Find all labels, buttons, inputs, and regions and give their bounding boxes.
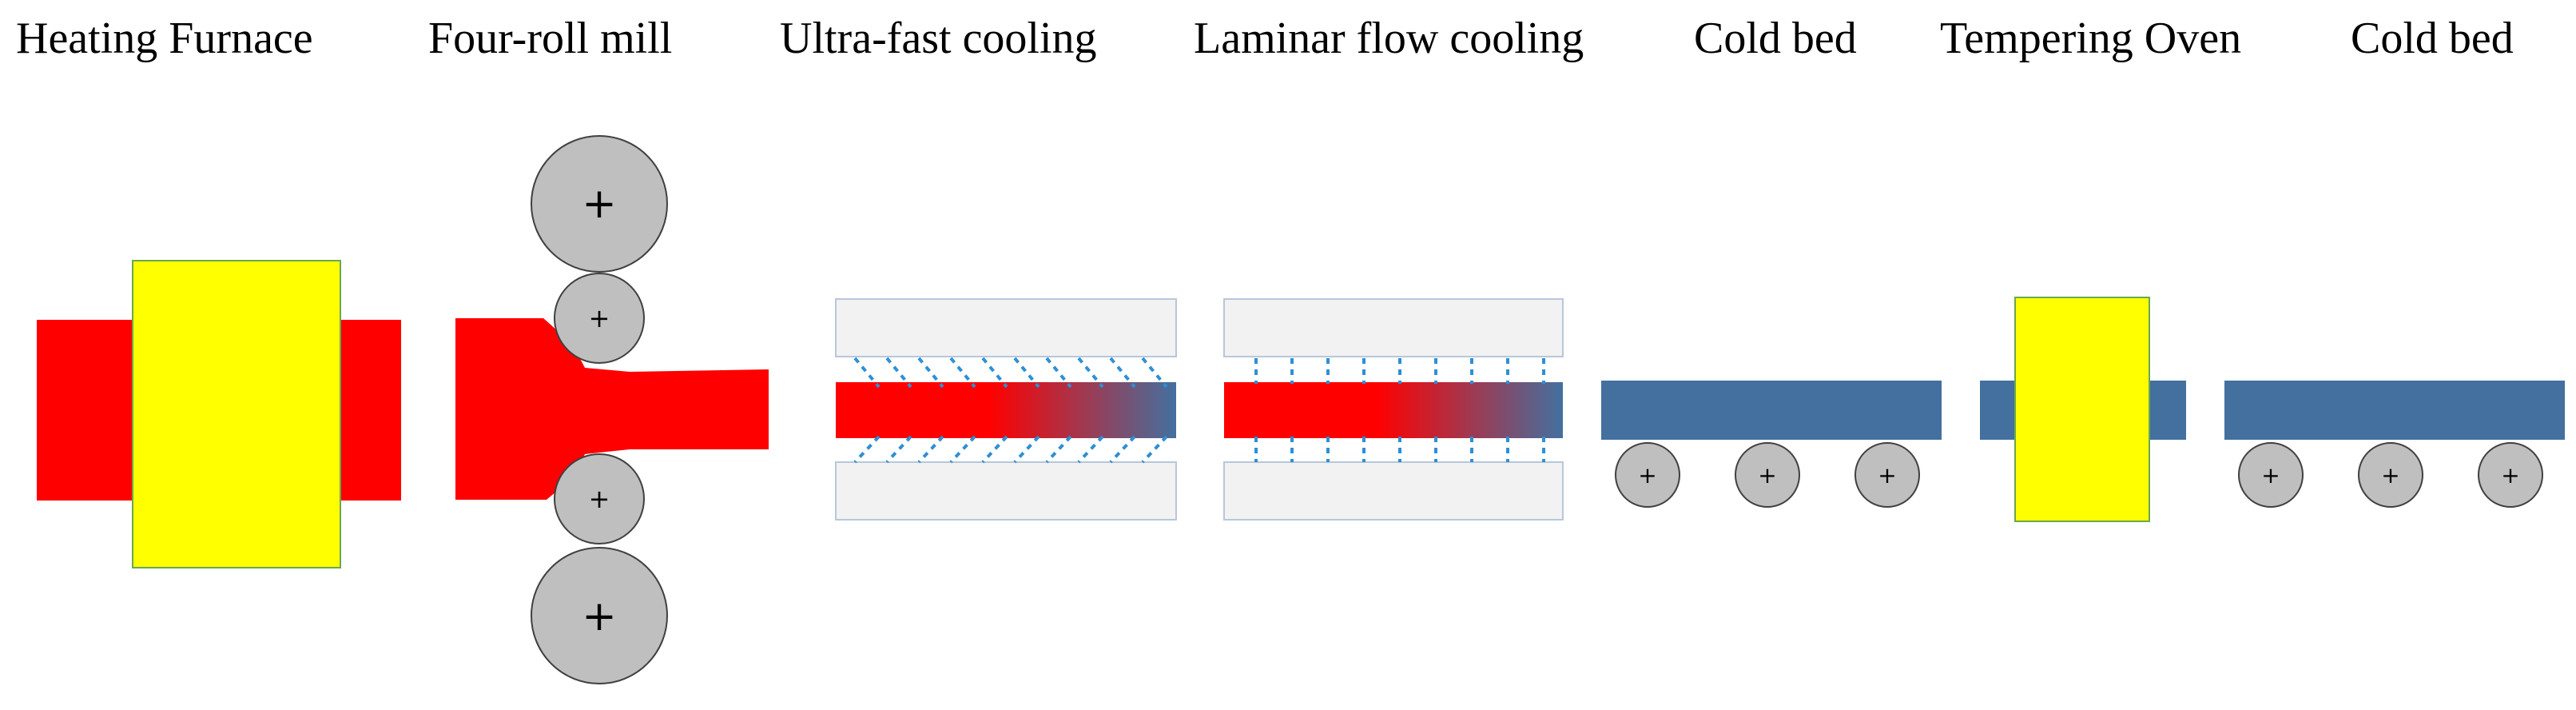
ufc-steel-plate: [836, 382, 1176, 438]
mill-steel-slab: [455, 318, 769, 500]
lfc-lower-header: [1223, 461, 1564, 521]
ufc-upper-header: [835, 298, 1177, 357]
cold-bed-2-roller: +: [2238, 442, 2304, 508]
roll-work-top: +: [554, 273, 645, 364]
cold-bed-2-roller: +: [2478, 442, 2543, 508]
stage-label-cold-bed-2: Cold bed: [2351, 14, 2514, 63]
cold-bed-1: + + +: [1601, 381, 1942, 508]
stage-label-tempering-oven: Tempering Oven: [1940, 14, 2242, 63]
water-jet: [1109, 435, 1136, 464]
roll-cross-icon: +: [582, 180, 617, 228]
cold-bed-2-plate: [2224, 381, 2565, 440]
cold-bed-1-roller: +: [1735, 442, 1800, 508]
water-jet: [1077, 435, 1104, 464]
cold-bed-2: + + +: [2224, 381, 2565, 508]
roll-cross-icon: +: [589, 303, 610, 333]
tempering-oven: [1980, 297, 2186, 522]
lfc-water-jets: [1254, 358, 1545, 462]
furnace-body: [132, 260, 341, 568]
cold-bed-1-roller: +: [1615, 442, 1680, 508]
ufc-lower-header: [835, 461, 1177, 521]
water-jet: [917, 435, 944, 464]
roll-cross-icon: +: [1638, 462, 1656, 489]
roll-cross-icon: +: [2501, 462, 2519, 489]
water-jet: [853, 435, 881, 464]
water-jet: [1141, 435, 1168, 464]
stage-label-laminar-flow-cooling: Laminar flow cooling: [1194, 14, 1584, 63]
stage-label-cold-bed-1: Cold bed: [1694, 14, 1857, 63]
roll-cross-icon: +: [2261, 462, 2280, 489]
cold-bed-1-plate: [1601, 381, 1942, 440]
cold-bed-2-roller: +: [2358, 442, 2423, 508]
roll-backup-top: +: [531, 135, 668, 273]
roll-cross-icon: +: [1878, 462, 1896, 489]
lfc-upper-header: [1223, 298, 1564, 357]
roll-cross-icon: +: [2381, 462, 2399, 489]
water-jet: [1013, 435, 1040, 464]
cold-bed-1-roller: +: [1854, 442, 1920, 508]
water-jet: [949, 435, 976, 464]
lfc-steel-plate: [1224, 382, 1563, 438]
roll-cross-icon: +: [1758, 462, 1776, 489]
stage-label-heating-furnace: Heating Furnace: [16, 14, 313, 63]
stage-label-four-roll-mill: Four-roll mill: [428, 14, 673, 63]
water-jet: [981, 435, 1008, 464]
four-roll-mill: + + + +: [455, 135, 769, 684]
roll-backup-bottom: +: [531, 547, 668, 684]
roll-cross-icon: +: [582, 592, 617, 640]
water-jet: [885, 435, 912, 464]
stage-label-ultra-fast-cooling: Ultra-fast cooling: [780, 14, 1097, 63]
heating-furnace: [37, 260, 401, 568]
roll-cross-icon: +: [589, 484, 610, 514]
laminar-flow-cooling: [1223, 298, 1564, 521]
water-jet: [1045, 435, 1072, 464]
roll-work-bottom: +: [554, 453, 645, 544]
ultra-fast-cooling: [835, 298, 1177, 521]
tempering-oven-body: [2014, 297, 2150, 522]
